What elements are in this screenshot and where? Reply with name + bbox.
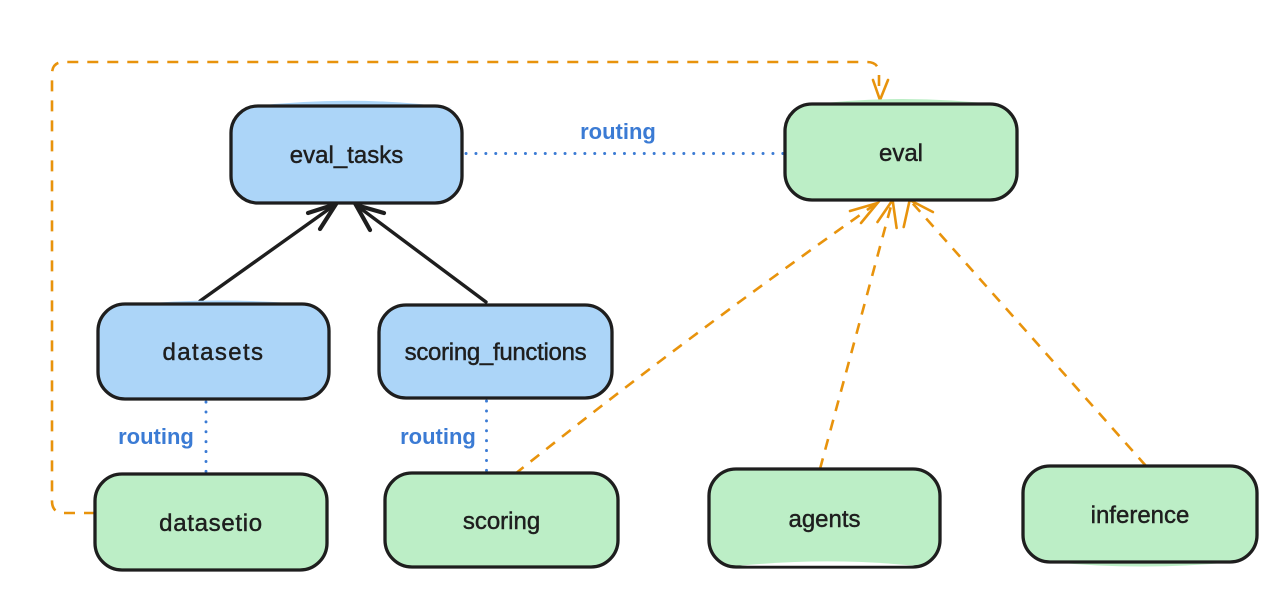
svg-text:datasets: datasets	[163, 339, 265, 366]
svg-text:routing: routing	[400, 424, 476, 449]
svg-text:routing: routing	[580, 119, 656, 144]
svg-text:agents: agents	[788, 506, 860, 533]
svg-text:scoring_functions: scoring_functions	[405, 339, 587, 366]
svg-text:inference: inference	[1091, 502, 1190, 529]
svg-text:datasetio: datasetio	[159, 510, 263, 537]
svg-text:eval: eval	[879, 140, 923, 167]
svg-text:eval_tasks: eval_tasks	[290, 142, 403, 169]
svg-text:routing: routing	[118, 424, 194, 449]
svg-text:scoring: scoring	[463, 508, 540, 535]
